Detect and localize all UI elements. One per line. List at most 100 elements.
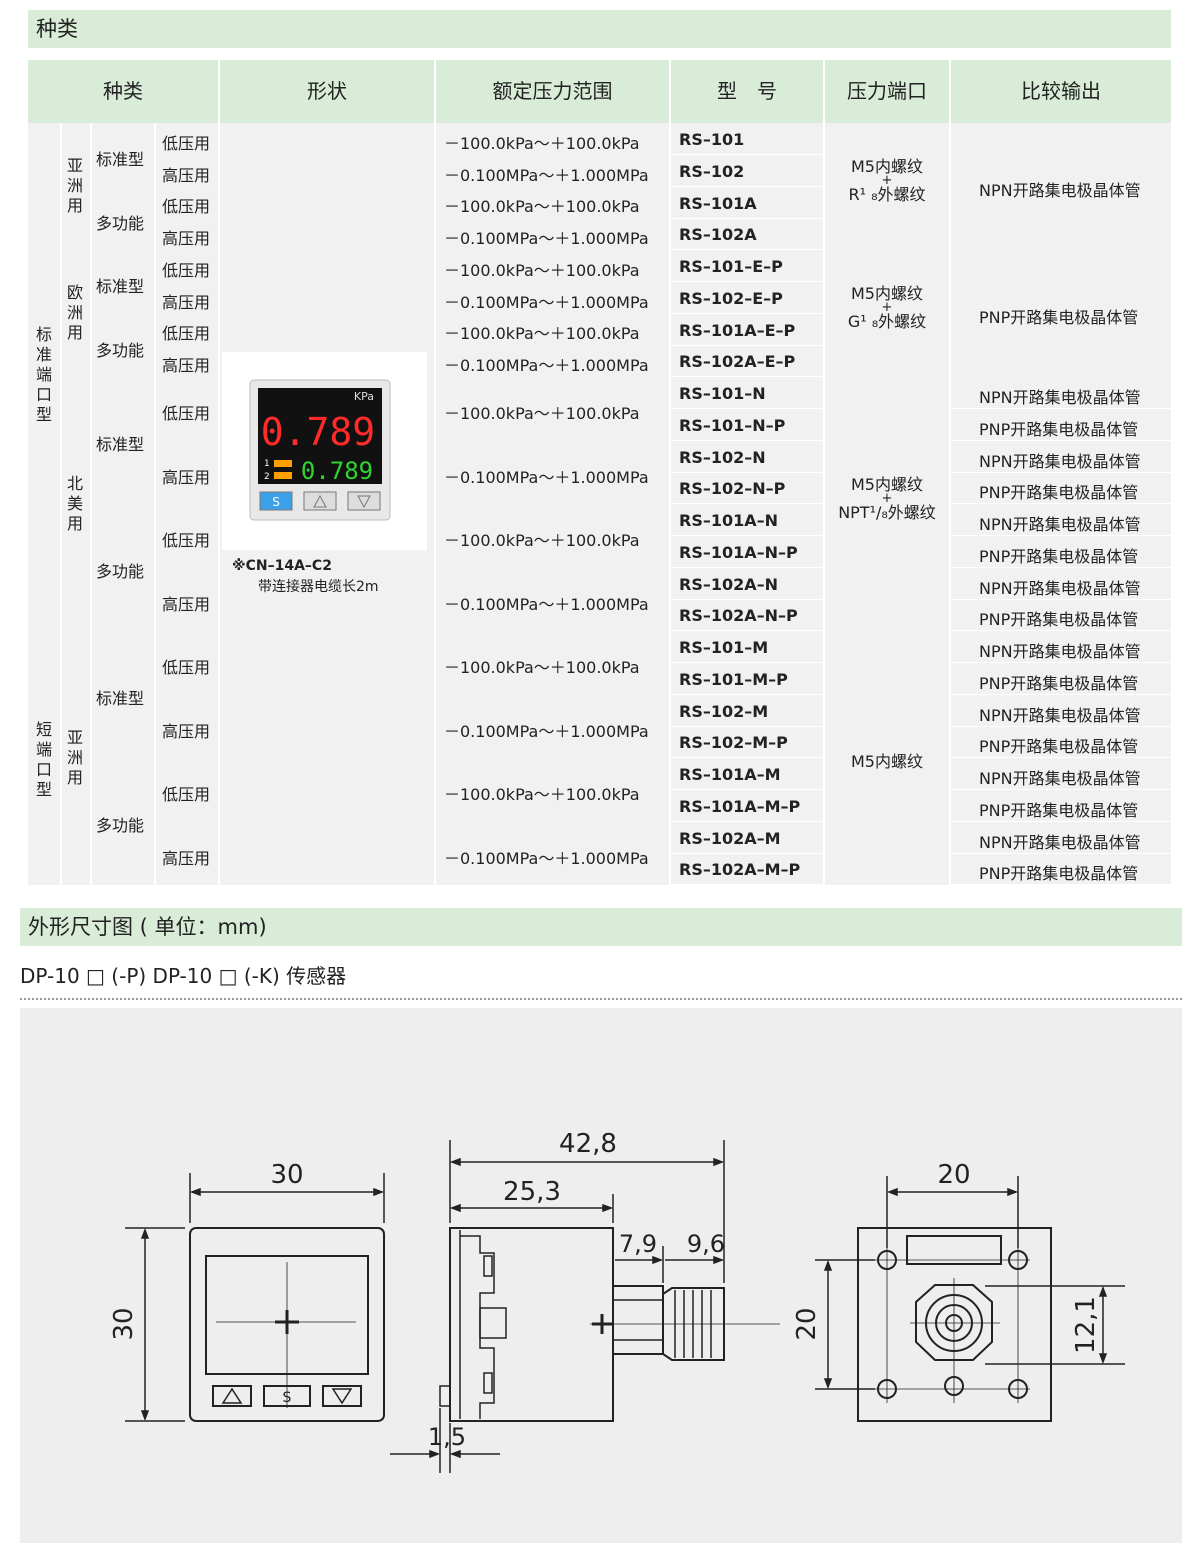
range-low: －100.0kPa～＋100.0kPa bbox=[444, 531, 640, 550]
side-b: 9,6 bbox=[687, 1230, 725, 1258]
pressure-low: 低压用 bbox=[162, 134, 211, 153]
group-standard-port: 标准端口型 bbox=[35, 325, 52, 424]
region-asia-short: 亚洲用 bbox=[66, 728, 83, 787]
model-number: RS–102–M–P bbox=[679, 733, 788, 753]
output-npn: NPN开路集电极晶体管 bbox=[979, 181, 1141, 200]
region-asia: 亚洲用 bbox=[66, 156, 83, 215]
back-view: 20 20 12,1 bbox=[792, 1160, 1125, 1422]
pressure-high: 高压用 bbox=[162, 722, 211, 741]
spec-table: 种类 形状 额定压力范围 型 号 压力端口 比较输出 标准端口型 短端口型 亚洲… bbox=[28, 60, 1171, 886]
range-high: －0.100MPa～＋1.000MPa bbox=[444, 166, 649, 185]
model-number: RS–101A–N–P bbox=[679, 542, 798, 562]
output-npn: NPN开路集电极晶体管 bbox=[979, 578, 1141, 598]
divider bbox=[20, 998, 1182, 1000]
model-number: RS–102A–M–P bbox=[679, 860, 801, 880]
range-low: －100.0kPa～＋100.0kPa bbox=[444, 324, 640, 343]
side-a: 7,9 bbox=[619, 1230, 657, 1258]
pressure-high: 高压用 bbox=[162, 356, 211, 375]
sub-readout: 0.789 bbox=[301, 457, 373, 485]
range-high: －0.100MPa～＋1.000MPa bbox=[444, 595, 649, 614]
output-pnp: PNP开路集电极晶体管 bbox=[979, 800, 1139, 820]
output-pnp: PNP开路集电极晶体管 bbox=[979, 673, 1139, 693]
range-high: －0.100MPa～＋1.000MPa bbox=[444, 293, 649, 312]
model-number: RS–101–N–P bbox=[679, 415, 786, 435]
pressure-low: 低压用 bbox=[162, 197, 211, 216]
back-c: 12,1 bbox=[1071, 1296, 1101, 1354]
subtype-multi: 多功能 bbox=[96, 816, 145, 835]
range-high: －0.100MPa～＋1.000MPa bbox=[444, 468, 649, 487]
pressure-high: 高压用 bbox=[162, 468, 211, 487]
range-high: －0.100MPa～＋1.000MPa bbox=[444, 356, 649, 375]
svg-text:2: 2 bbox=[264, 472, 270, 482]
output-npn: NPN开路集电极晶体管 bbox=[979, 769, 1141, 788]
pressure-low: 低压用 bbox=[162, 261, 211, 280]
model-number: RS–102A–N–P bbox=[679, 606, 798, 626]
output-pnp: PNP开路集电极晶体管 bbox=[979, 610, 1139, 630]
model-number: RS–102A–N bbox=[679, 574, 779, 594]
subtype-standard: 标准型 bbox=[96, 435, 145, 454]
model-number: RS–102–N bbox=[679, 447, 766, 467]
output-npn: NPN开路集电极晶体管 bbox=[979, 388, 1141, 407]
model-number: RS–102–N–P bbox=[679, 479, 786, 499]
range-low: －100.0kPa～＋100.0kPa bbox=[444, 658, 640, 677]
subtype-multi: 多功能 bbox=[96, 341, 145, 360]
output-npn: NPN开路集电极晶体管 bbox=[979, 642, 1141, 661]
section-title-types: 种类 bbox=[28, 10, 1171, 48]
front-view: S 30 30 bbox=[109, 1160, 385, 1422]
dimension-drawing: S 30 30 bbox=[20, 1008, 1182, 1543]
pressure-high: 高压用 bbox=[162, 849, 211, 868]
range-high: －0.100MPa～＋1.000MPa bbox=[444, 229, 649, 248]
main-readout: 0.789 bbox=[261, 410, 375, 454]
model-number: RS–101–M bbox=[679, 638, 769, 657]
group-short-port: 短端口型 bbox=[35, 720, 52, 799]
header-model: 型 号 bbox=[671, 60, 823, 123]
front-height: 30 bbox=[109, 1307, 139, 1340]
range-high: －0.100MPa～＋1.000MPa bbox=[444, 722, 649, 741]
output-pnp: PNP开路集电极晶体管 bbox=[979, 419, 1139, 439]
range-low: －100.0kPa～＋100.0kPa bbox=[444, 785, 640, 804]
subtype-standard: 标准型 bbox=[96, 150, 145, 169]
output-npn: NPN开路集电极晶体管 bbox=[979, 832, 1141, 852]
model-number: RS–101–N bbox=[679, 384, 766, 403]
output-pnp: PNP开路集电极晶体管 bbox=[979, 483, 1139, 503]
model-number: RS–101–M–P bbox=[679, 669, 788, 689]
output-pnp: PNP开路集电极晶体管 bbox=[979, 737, 1139, 757]
range-high: －0.100MPa～＋1.000MPa bbox=[444, 849, 649, 868]
pressure-high: 高压用 bbox=[162, 166, 211, 185]
output-npn: NPN开路集电极晶体管 bbox=[979, 515, 1141, 534]
product-image: KPa 0.789 1 2 0.789 S bbox=[222, 352, 427, 550]
model-number: RS–102A–E–P bbox=[679, 352, 796, 372]
unit-label: KPa bbox=[354, 390, 374, 403]
model-number: RS–101A–M bbox=[679, 765, 781, 784]
subtype-multi: 多功能 bbox=[96, 214, 145, 233]
section-title-dimensions: 外形尺寸图 ( 单位：mm) bbox=[20, 908, 1182, 946]
side-view: 42,8 25,3 7,9 9,6 1,5 bbox=[390, 1129, 780, 1473]
subtype-standard: 标准型 bbox=[96, 689, 145, 708]
range-low: －100.0kPa～＋100.0kPa bbox=[444, 197, 640, 216]
pressure-high: 高压用 bbox=[162, 229, 211, 248]
header-range: 额定压力范围 bbox=[436, 60, 669, 123]
subtype-multi: 多功能 bbox=[96, 562, 145, 581]
front-width: 30 bbox=[270, 1160, 303, 1190]
header-type: 种类 bbox=[28, 60, 218, 123]
range-low: －100.0kPa～＋100.0kPa bbox=[444, 261, 640, 280]
output-npn: NPN开路集电极晶体管 bbox=[979, 705, 1141, 725]
cable-note-code: ※CN–14A–C2 bbox=[232, 558, 332, 574]
model-number: RS–101A–E–P bbox=[679, 320, 796, 340]
model-number: RS–102A–M bbox=[679, 828, 781, 848]
cable-note-text: 带连接器电缆长2m bbox=[258, 579, 379, 595]
region-north-america: 北美用 bbox=[66, 474, 83, 533]
output-pnp: PNP开路集电极晶体管 bbox=[979, 546, 1139, 566]
header-shape: 形状 bbox=[220, 60, 434, 123]
region-europe: 欧洲用 bbox=[66, 283, 83, 342]
pressure-low: 低压用 bbox=[162, 404, 211, 423]
model-number: RS–101–E–P bbox=[679, 257, 783, 276]
sensor-line: DP-10 □ (-P) DP-10 □ (-K) 传感器 bbox=[20, 964, 347, 988]
subtype-standard: 标准型 bbox=[96, 277, 145, 296]
back-width: 20 bbox=[937, 1160, 970, 1190]
model-number: RS–101A–N bbox=[679, 511, 779, 530]
model-number: RS–101A bbox=[679, 193, 757, 213]
side-body: 25,3 bbox=[503, 1177, 561, 1207]
port-asia: M5内螺纹+R¹ ₈外螺纹 bbox=[848, 157, 926, 204]
svg-text:S: S bbox=[283, 1390, 292, 1406]
